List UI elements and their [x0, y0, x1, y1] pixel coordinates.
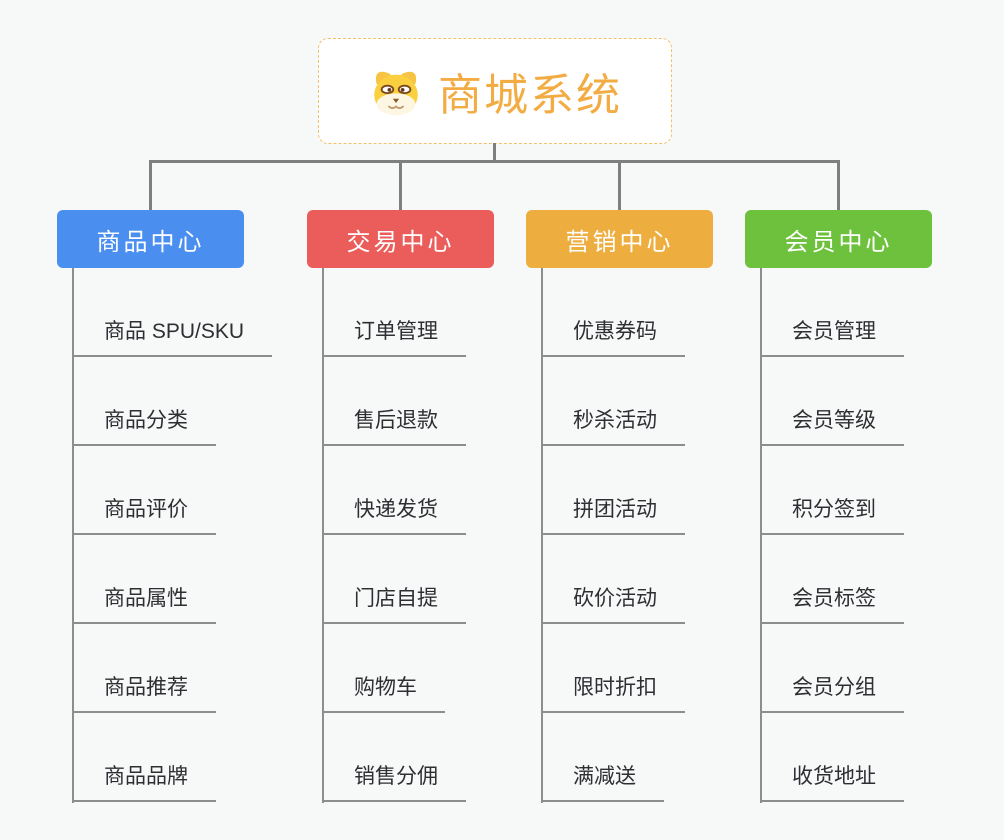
branch-header-member[interactable]: 会员中心: [745, 210, 932, 268]
leaf-node[interactable]: 砍价活动: [543, 582, 685, 624]
leaf-node[interactable]: 商品分类: [74, 404, 216, 446]
leaf-node[interactable]: 门店自提: [324, 582, 466, 624]
branch-connector-stub: [837, 160, 840, 210]
root-title: 商城系统: [438, 71, 622, 120]
leaf-node[interactable]: 订单管理: [324, 315, 466, 357]
leaf-node[interactable]: 商品属性: [74, 582, 216, 624]
branch-connector-line: [149, 160, 840, 163]
leaf-node[interactable]: 秒杀活动: [543, 404, 685, 446]
leaf-node[interactable]: 商品评价: [74, 493, 216, 535]
leaf-node[interactable]: 会员分组: [762, 671, 904, 713]
root-node[interactable]: 商城系统: [318, 38, 672, 144]
branch-connector-stub: [149, 160, 152, 210]
root-trunk-connector: [493, 143, 496, 162]
branch-connector-stub: [618, 160, 621, 210]
shiba-dog-icon: [374, 71, 418, 116]
branch-children-marketing: 优惠券码 秒杀活动 拼团活动 砍价活动 限时折扣 满减送: [541, 268, 781, 803]
branch-children-member: 会员管理 会员等级 积分签到 会员标签 会员分组 收货地址: [760, 268, 1000, 803]
leaf-node[interactable]: 商品 SPU/SKU: [74, 315, 273, 357]
branch-children-product: 商品 SPU/SKU 商品分类 商品评价 商品属性 商品推荐 商品品牌: [72, 268, 312, 803]
leaf-node[interactable]: 限时折扣: [543, 671, 685, 713]
leaf-node[interactable]: 快递发货: [324, 493, 466, 535]
leaf-node[interactable]: 会员管理: [762, 315, 904, 357]
branch-header-trade[interactable]: 交易中心: [307, 210, 494, 268]
leaf-node[interactable]: 销售分佣: [324, 760, 466, 802]
leaf-node[interactable]: 拼团活动: [543, 493, 685, 535]
leaf-node[interactable]: 商品推荐: [74, 671, 216, 713]
leaf-node[interactable]: 会员等级: [762, 404, 904, 446]
leaf-node[interactable]: 商品品牌: [74, 760, 216, 802]
leaf-node[interactable]: 满减送: [543, 760, 664, 802]
branch-header-marketing[interactable]: 营销中心: [526, 210, 713, 268]
branch-children-trade: 订单管理 售后退款 快递发货 门店自提 购物车 销售分佣: [322, 268, 562, 803]
branch-header-product[interactable]: 商品中心: [57, 210, 244, 268]
leaf-node[interactable]: 积分签到: [762, 493, 904, 535]
leaf-node[interactable]: 购物车: [324, 671, 445, 713]
leaf-node[interactable]: 售后退款: [324, 404, 466, 446]
leaf-node[interactable]: 会员标签: [762, 582, 904, 624]
leaf-node[interactable]: 优惠券码: [543, 315, 685, 357]
branch-connector-stub: [399, 160, 402, 210]
leaf-node[interactable]: 收货地址: [762, 760, 904, 802]
